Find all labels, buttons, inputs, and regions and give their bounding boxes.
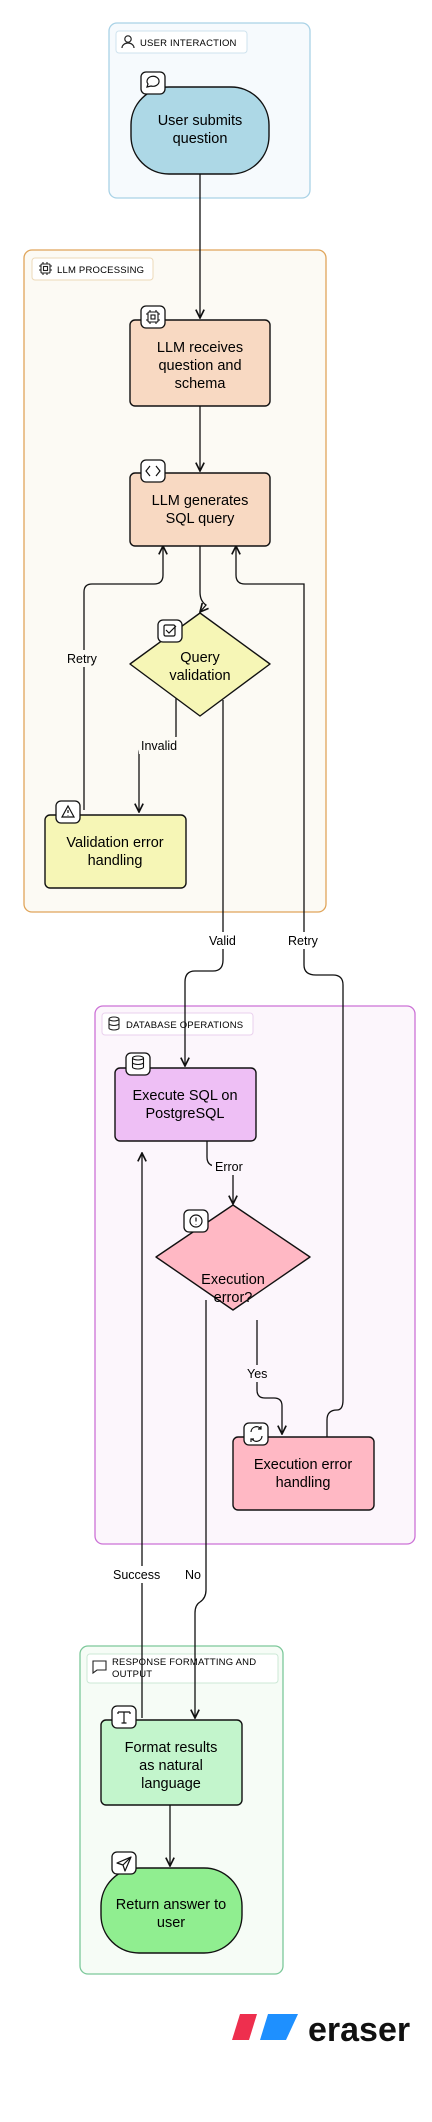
- node-label: Validation error: [66, 835, 163, 851]
- node-execute-sql: Execute SQL on PostgreSQL: [114, 1052, 257, 1142]
- node-user-submits: User submits question: [130, 71, 270, 175]
- node-execution-error: Execution error?: [155, 1204, 311, 1311]
- edge-label-success: Success: [113, 1568, 160, 1582]
- edge-labels: Retry Invalid Valid Retry Error Yes Succ…: [63, 650, 322, 1583]
- node-label: User submits: [158, 113, 243, 129]
- group-llm-processing: LLM PROCESSING: [23, 249, 327, 913]
- node-label: error?: [214, 1290, 253, 1306]
- message-icon: [92, 1660, 107, 1675]
- edge-label-no: No: [185, 1568, 201, 1582]
- node-label: handling: [88, 853, 143, 869]
- node-validation-error: Validation error handling: [44, 800, 187, 889]
- edge-label-invalid: Invalid: [141, 739, 177, 753]
- edge-label-error: Error: [215, 1160, 243, 1174]
- group-title: LLM PROCESSING: [57, 265, 144, 276]
- warning-icon: [60, 804, 76, 818]
- edge-exec-handling-retry: [236, 546, 344, 1441]
- node-label: Execution: [201, 1272, 265, 1288]
- database-icon: [131, 1055, 145, 1070]
- edge-generates-to-validation: [200, 545, 206, 612]
- eraser-logo: eraser: [232, 2011, 410, 2049]
- node-format-results: Format results as natural language: [100, 1705, 243, 1806]
- alert-circle-icon: [189, 1214, 203, 1228]
- cpu-icon: [39, 262, 52, 275]
- edge-validation-valid: [185, 700, 224, 1066]
- node-label: handling: [276, 1475, 331, 1491]
- node-label: question: [173, 131, 228, 147]
- node-label: validation: [169, 668, 230, 684]
- cpu-icon: [146, 310, 160, 324]
- refresh-icon: [250, 1426, 263, 1442]
- node-label: SQL query: [166, 511, 236, 527]
- node-llm-receives: LLM receives question and schema: [129, 305, 271, 407]
- node-label: PostgreSQL: [146, 1106, 225, 1122]
- chat-bubble-icon: [146, 75, 160, 88]
- group-title-line: OUTPUT: [112, 1669, 152, 1680]
- edge-label-valid: Valid: [209, 934, 236, 948]
- node-llm-generates: LLM generates SQL query: [129, 459, 271, 547]
- node-execution-error-handling: Execution error handling: [232, 1422, 375, 1511]
- database-icon: [108, 1016, 120, 1031]
- node-label: Return answer to: [116, 1897, 226, 1913]
- group-title-line: RESPONSE FORMATTING AND: [112, 1657, 256, 1668]
- node-label: as natural: [139, 1758, 203, 1774]
- node-label: language: [141, 1776, 201, 1792]
- text-icon: [117, 1711, 131, 1724]
- send-icon: [116, 1856, 132, 1872]
- node-label: user: [157, 1915, 185, 1931]
- user-icon: [121, 35, 135, 49]
- edge-label-retry: Retry: [288, 934, 319, 948]
- code-icon: [145, 465, 161, 477]
- node-label: question and: [158, 358, 241, 374]
- brand-name: eraser: [308, 2011, 410, 2049]
- node-label: Format results: [125, 1740, 218, 1756]
- node-label: LLM receives: [157, 340, 243, 356]
- group-title: USER INTERACTION: [140, 38, 237, 49]
- node-label: Execute SQL on: [132, 1088, 237, 1104]
- node-return-answer: Return answer to user: [100, 1851, 243, 1954]
- node-label: Execution error: [254, 1457, 352, 1473]
- node-label: schema: [175, 376, 227, 392]
- edge-label-yes: Yes: [247, 1367, 267, 1381]
- node-label: LLM generates: [152, 493, 249, 509]
- node-query-validation: Query validation: [129, 612, 271, 717]
- checkbox-icon: [163, 624, 177, 637]
- node-label: Query: [180, 650, 220, 666]
- edge-error-no: [195, 1300, 207, 1718]
- edge-validation-error-retry: [83, 546, 163, 810]
- edge-error-yes: [256, 1320, 282, 1434]
- edge-label-retry: Retry: [67, 652, 98, 666]
